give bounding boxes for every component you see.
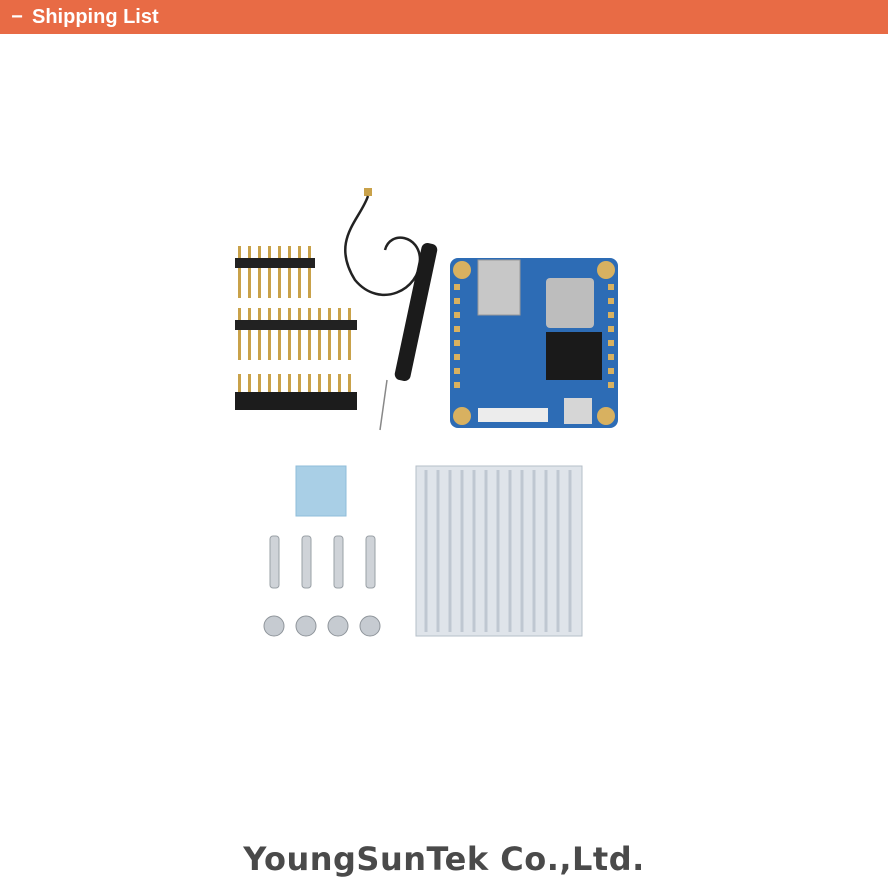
nuts	[263, 615, 381, 637]
circuit-board	[450, 258, 618, 428]
section-header[interactable]: − Shipping List	[0, 0, 888, 34]
thermal-pad	[295, 465, 347, 517]
screws	[269, 535, 376, 589]
pin-header-strips	[235, 246, 357, 410]
wifi-antenna	[344, 188, 438, 431]
heatsink	[415, 465, 583, 637]
section-title: Shipping List	[32, 6, 159, 28]
collapse-toggle-icon[interactable]: −	[11, 6, 23, 28]
product-photo	[235, 188, 618, 637]
company-name: YoungSunTek Co.,Ltd.	[243, 840, 645, 878]
